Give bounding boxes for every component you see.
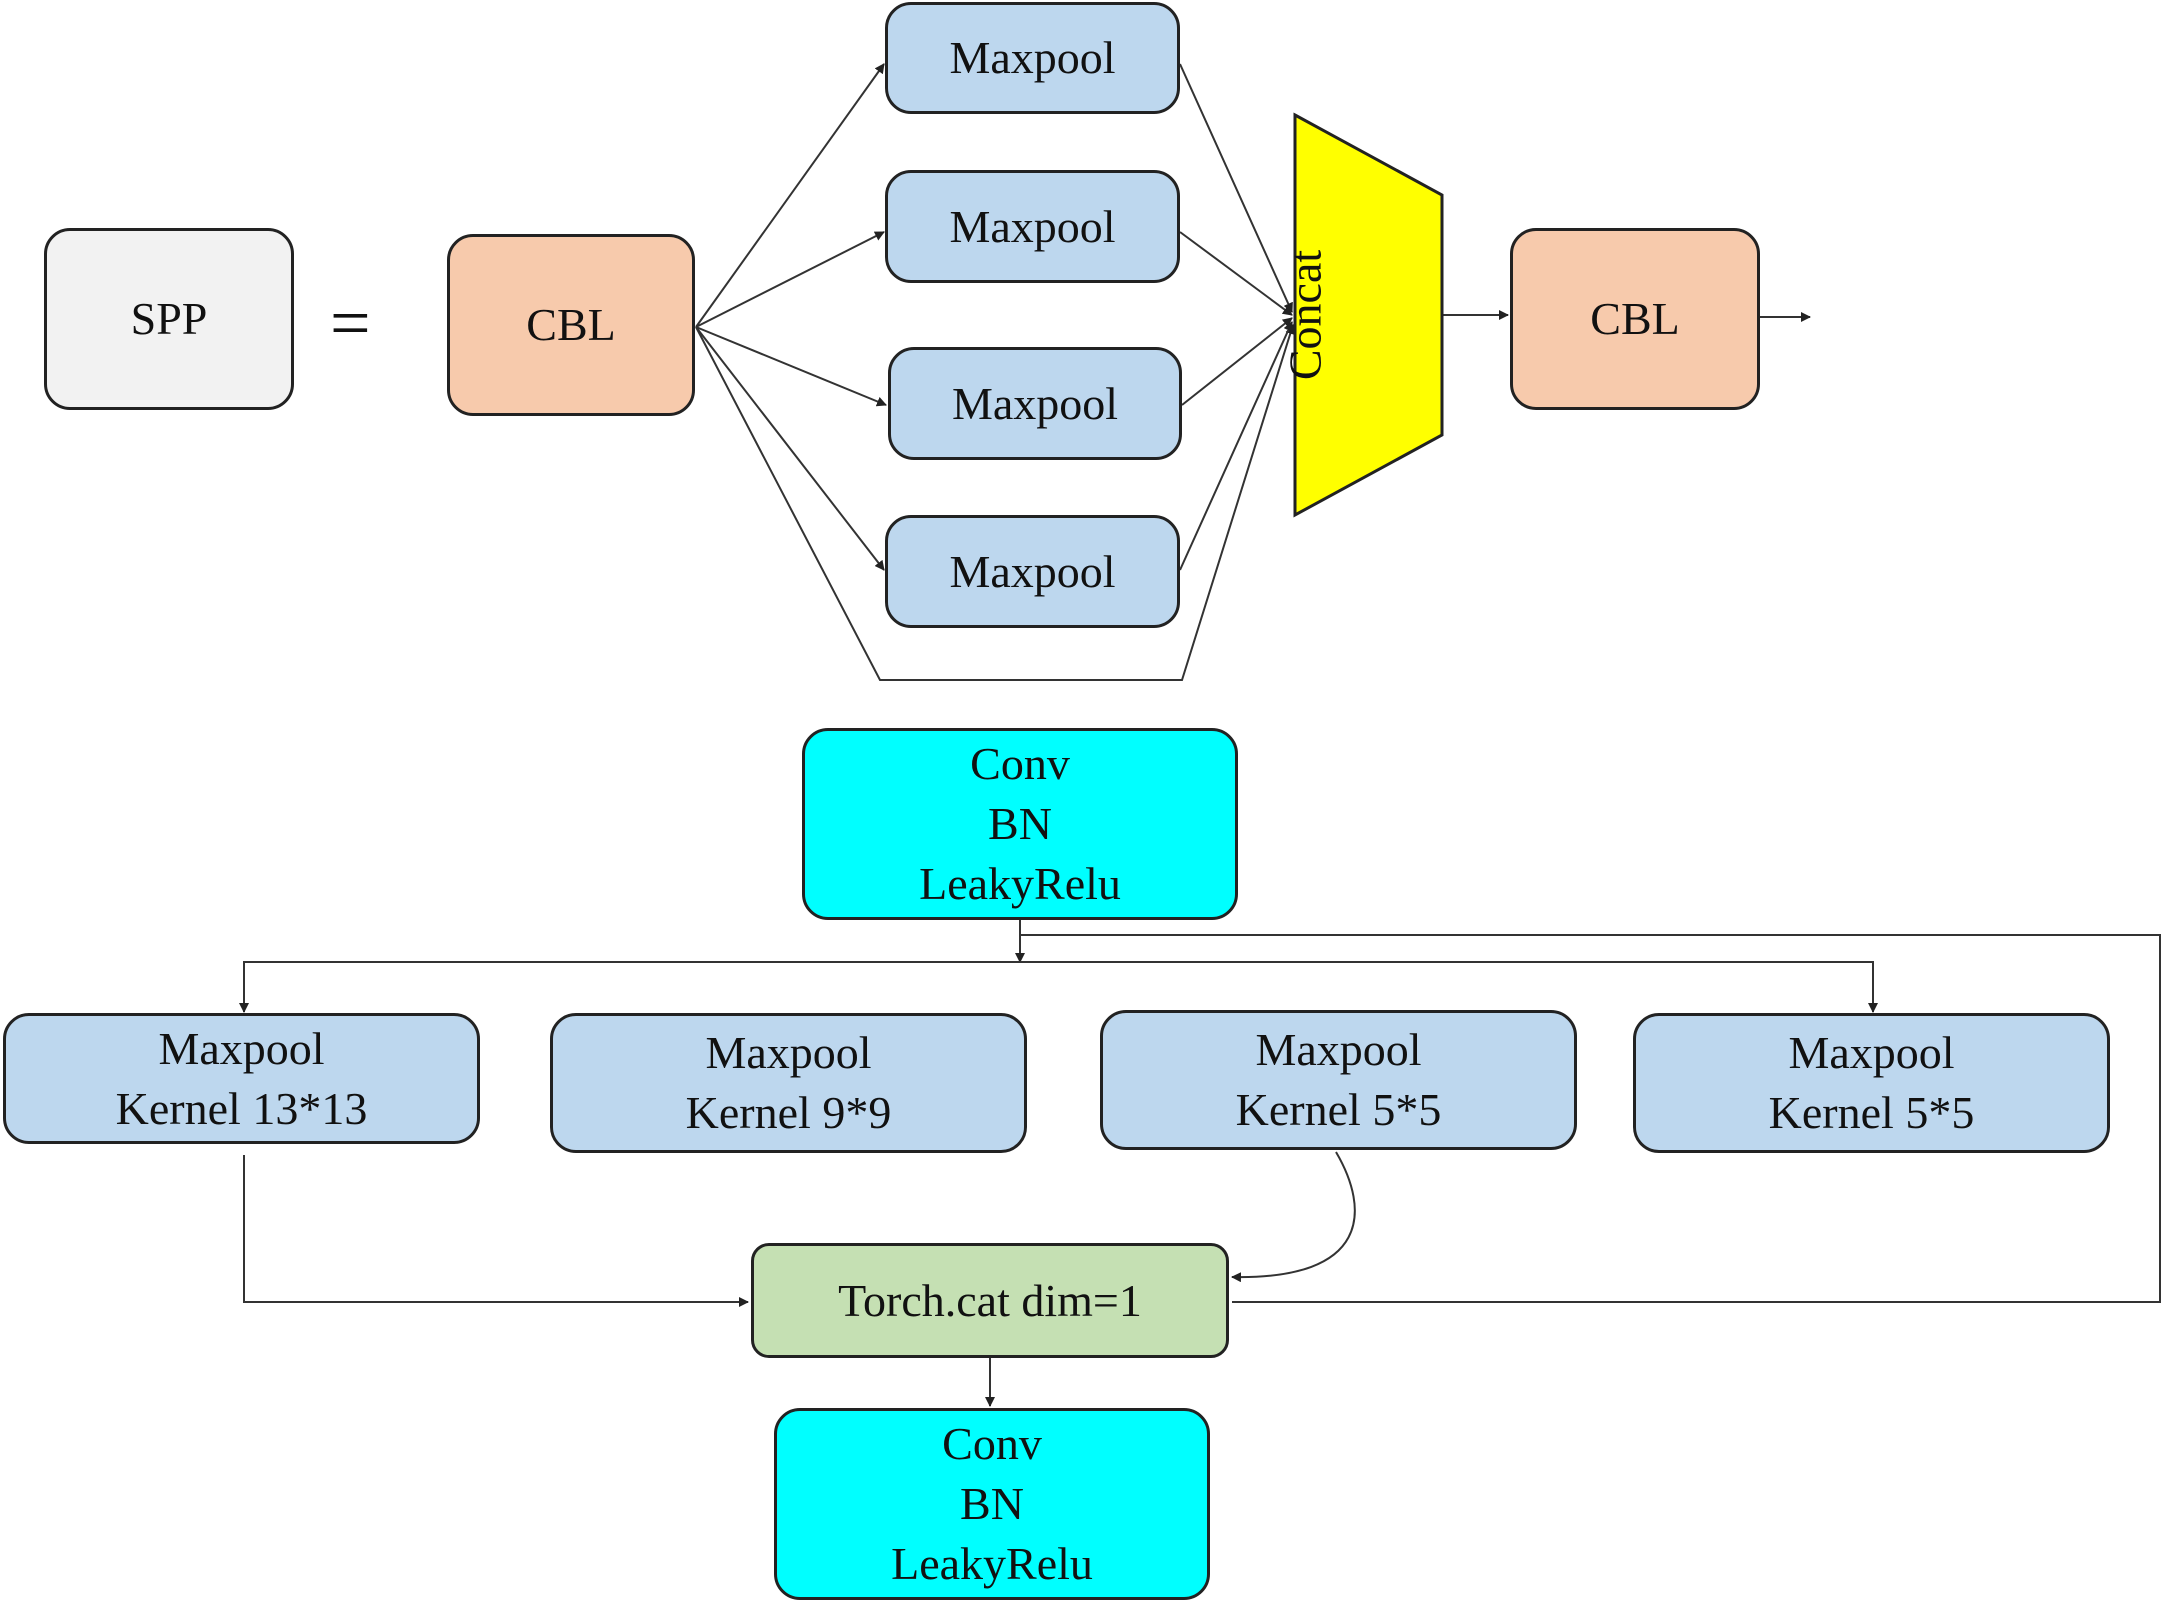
concat-block bbox=[1293, 112, 1444, 518]
conv-output-line-3: LeakyRelu bbox=[891, 1537, 1093, 1589]
edge-maxpool-3-concat bbox=[1181, 317, 1293, 406]
maxpool-kernel-title-3: Maxpool bbox=[1255, 1024, 1422, 1076]
spp-block: SPP bbox=[44, 228, 294, 410]
maxpool-label-1: Maxpool bbox=[949, 32, 1116, 84]
edge-maxpool-1-concat bbox=[1179, 63, 1293, 313]
maxpool-label-3: Maxpool bbox=[951, 377, 1119, 429]
cbl-output-block: CBL bbox=[1510, 228, 1760, 410]
edge-cbl-skip bbox=[695, 324, 1296, 681]
maxpool-kernel-title-1: Maxpool bbox=[158, 1022, 325, 1074]
maxpool-label-2: Maxpool bbox=[949, 200, 1116, 252]
conv-input-block: Conv BN LeakyRelu bbox=[802, 728, 1238, 920]
maxpool-kernel-block-4: Maxpool Kernel 5*5 bbox=[1633, 1013, 2110, 1153]
edge-pool-3-cat bbox=[1231, 1151, 1356, 1283]
torch-cat-block: Torch.cat dim=1 bbox=[751, 1243, 1229, 1358]
maxpool-kernel-block-2: Maxpool Kernel 9*9 bbox=[550, 1013, 1027, 1153]
edge-cbl-maxpool-1 bbox=[695, 63, 885, 328]
maxpool-block-2: Maxpool bbox=[885, 170, 1180, 283]
maxpool-kernel-block-3: Maxpool Kernel 5*5 bbox=[1100, 1010, 1577, 1150]
concat-label: Concat bbox=[1279, 249, 1331, 381]
maxpool-kernel-size-1: Kernel 13*13 bbox=[115, 1082, 368, 1134]
cbl-output-label: CBL bbox=[1590, 293, 1680, 345]
conv-output-block: Conv BN LeakyRelu bbox=[774, 1408, 1210, 1600]
maxpool-kernel-title-4: Maxpool bbox=[1788, 1027, 1955, 1079]
maxpool-block-4: Maxpool bbox=[885, 515, 1180, 628]
equals-sign: = bbox=[330, 283, 371, 363]
maxpool-label-4: Maxpool bbox=[949, 545, 1116, 597]
maxpool-kernel-title-2: Maxpool bbox=[705, 1027, 872, 1079]
edge-cbl-maxpool-3 bbox=[695, 326, 887, 407]
edge-bus-pool-4 bbox=[1020, 961, 1878, 1013]
conv-input-line-2: BN bbox=[988, 798, 1052, 850]
torch-cat-label: Torch.cat dim=1 bbox=[838, 1274, 1142, 1326]
maxpool-kernel-size-4: Kernel 5*5 bbox=[1768, 1087, 1975, 1138]
cbl-input-block: CBL bbox=[447, 234, 695, 416]
maxpool-kernel-block-1: Maxpool Kernel 13*13 bbox=[3, 1013, 480, 1144]
maxpool-block-1: Maxpool bbox=[885, 2, 1180, 114]
edge-cbl-maxpool-4 bbox=[695, 326, 885, 571]
maxpool-block-3: Maxpool bbox=[888, 347, 1182, 460]
cbl-input-label: CBL bbox=[526, 299, 616, 351]
maxpool-kernel-size-3: Kernel 5*5 bbox=[1235, 1084, 1442, 1135]
maxpool-kernel-size-2: Kernel 9*9 bbox=[685, 1087, 892, 1138]
edge-maxpool-2-concat bbox=[1179, 231, 1293, 316]
conv-output-line-2: BN bbox=[960, 1478, 1024, 1530]
spp-label: SPP bbox=[130, 293, 208, 345]
edge-loop-right bbox=[1020, 934, 2161, 1303]
edge-bus-pool-1 bbox=[239, 961, 1020, 1013]
edge-pool-1-cat bbox=[243, 1155, 749, 1307]
conv-input-line-1: Conv bbox=[970, 738, 1070, 790]
conv-input-line-3: LeakyRelu bbox=[919, 857, 1121, 909]
edge-maxpool-4-concat bbox=[1179, 321, 1293, 571]
conv-output-line-1: Conv bbox=[942, 1418, 1042, 1470]
edge-cbl-maxpool-2 bbox=[695, 231, 885, 328]
